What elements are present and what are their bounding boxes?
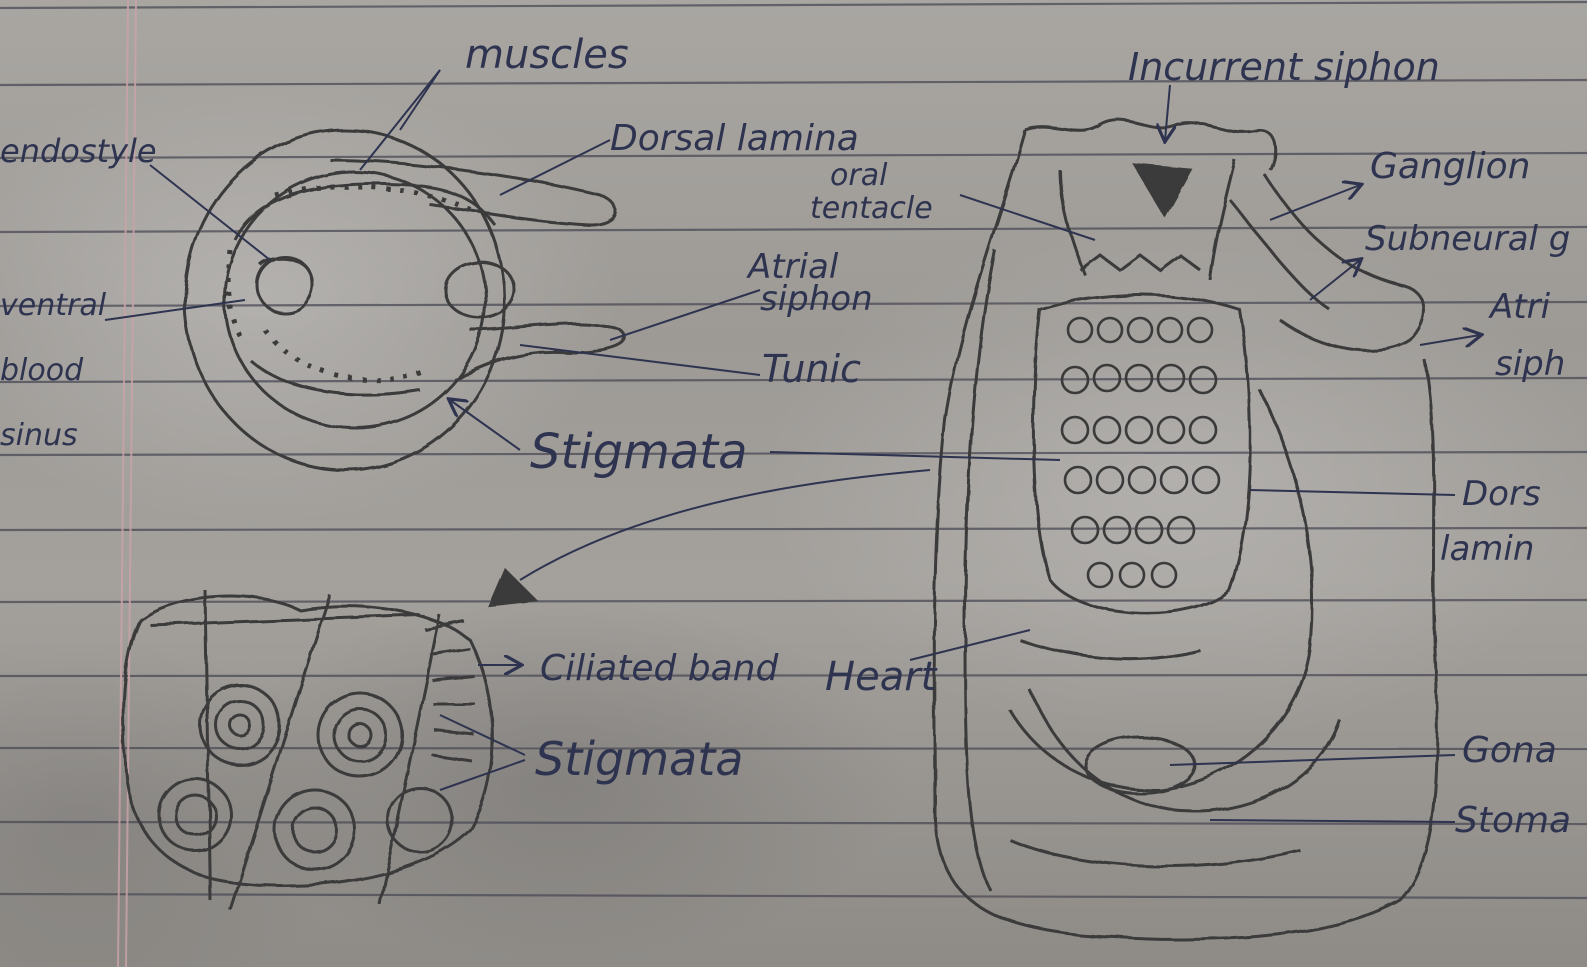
label-atrial-siphon-right-1: Atri: [1488, 287, 1551, 327]
label-oral-tentacle-2: tentacle: [810, 191, 933, 226]
label-stigmata-top: Stigmata: [530, 424, 748, 480]
label-gonad: Gona: [1462, 730, 1557, 771]
label-ventral-blood-sinus-3: sinus: [0, 418, 78, 453]
label-dorsal-lamina-right-1: Dors: [1462, 474, 1541, 514]
pharynx-cross-section: [185, 130, 625, 470]
label-heart: Heart: [825, 654, 938, 700]
label-dorsal-lamina: Dorsal lamina: [610, 118, 859, 159]
leader-lines: [105, 70, 1480, 822]
label-stomach: Stoma: [1455, 800, 1571, 841]
label-stigmata-bottom: Stigmata: [535, 732, 743, 786]
label-tunic: Tunic: [762, 347, 861, 391]
label-incurrent-siphon: Incurrent siphon: [1128, 45, 1440, 89]
label-ciliated-band: Ciliated band: [540, 648, 779, 689]
stigmata-detail: [123, 570, 535, 910]
label-muscles: muscles: [465, 32, 629, 78]
label-ventral-blood-sinus-1: ventral: [0, 288, 107, 323]
label-atrial-siphon-right-2: siph: [1495, 344, 1565, 384]
label-oral-tentacle-1: oral: [830, 158, 888, 193]
label-ventral-blood-sinus-2: blood: [0, 353, 84, 388]
label-atrial-siphon-left-2: siphon: [760, 279, 873, 319]
label-dorsal-lamina-right-2: lamin: [1440, 529, 1534, 569]
label-subneural-gland: Subneural g: [1365, 219, 1570, 259]
label-endostyle: endostyle: [0, 132, 157, 170]
label-ganglion: Ganglion: [1370, 146, 1530, 187]
